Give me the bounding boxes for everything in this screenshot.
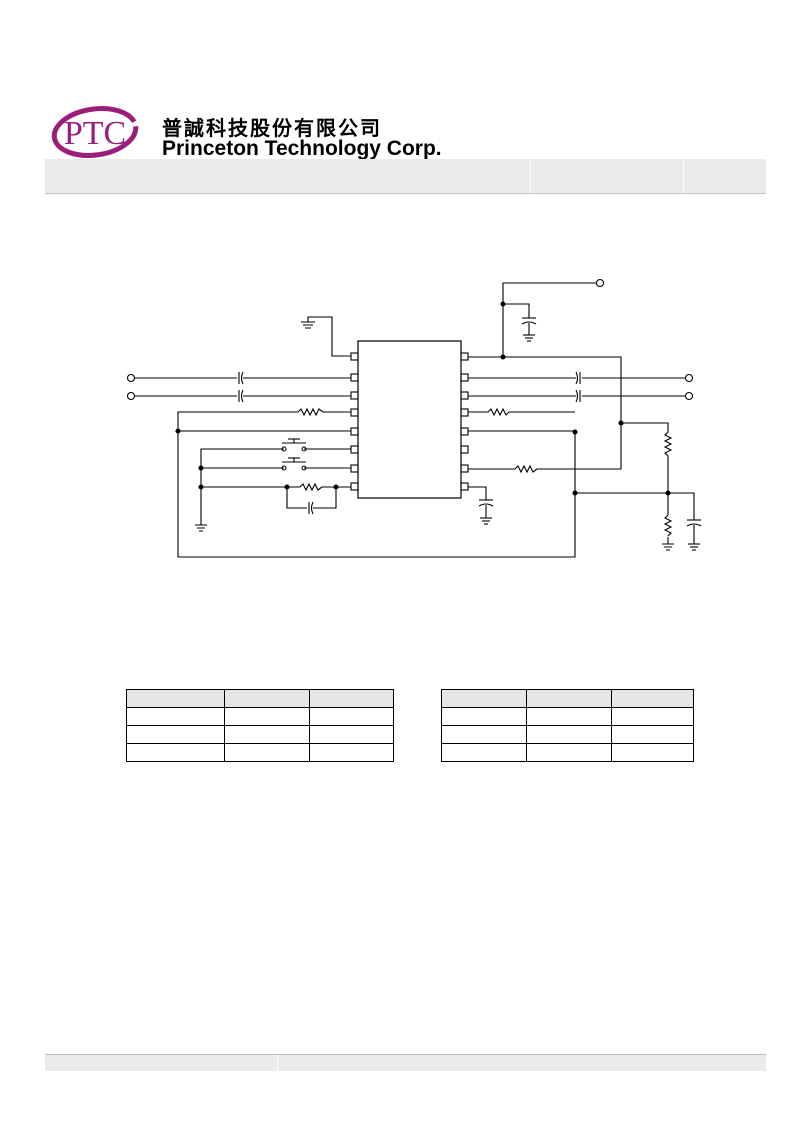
table-row	[441, 743, 694, 762]
logo-text: PTC	[64, 115, 126, 152]
table-row	[126, 743, 394, 762]
table-header-row	[126, 689, 394, 708]
vdd-terminal	[595, 278, 605, 288]
ground-symbol-pin1	[301, 321, 315, 329]
input-terminal-2	[126, 391, 136, 401]
table-row	[126, 725, 394, 744]
resistor-right-pin7	[514, 464, 538, 474]
input-terminal-1	[126, 373, 136, 383]
ptc-logo: PTC	[51, 106, 139, 158]
cap-right-pin8	[478, 499, 494, 525]
left-pins	[350, 352, 359, 491]
resistor-left-pin8	[299, 482, 323, 492]
spec-table-right	[441, 689, 694, 762]
output-terminal-2	[684, 391, 694, 401]
table-row	[441, 707, 694, 726]
table-row	[441, 725, 694, 744]
switch-1	[281, 438, 307, 452]
spec-table-left	[126, 689, 394, 762]
cap-divider	[686, 519, 702, 551]
ic-body	[357, 340, 462, 499]
resistor-divider-bottom	[663, 514, 673, 537]
ground-symbol-left	[195, 524, 207, 532]
company-name-chinese: 普誠科技股份有限公司	[162, 116, 382, 140]
resistor-left-pin4	[297, 407, 326, 417]
resistor-right-pin4	[487, 407, 512, 417]
output-terminal-1	[684, 373, 694, 383]
switch-2	[281, 457, 307, 471]
table-header-row	[441, 689, 694, 708]
company-name-english: Princeton Technology Corp.	[162, 137, 442, 160]
table-row	[126, 707, 394, 726]
decoupling-cap-vdd	[521, 317, 537, 342]
footer-bar	[45, 1054, 766, 1071]
right-pins	[460, 352, 469, 491]
ground-symbol-divider	[662, 543, 674, 551]
header-bar	[45, 159, 766, 194]
resistor-divider-top	[663, 431, 673, 457]
